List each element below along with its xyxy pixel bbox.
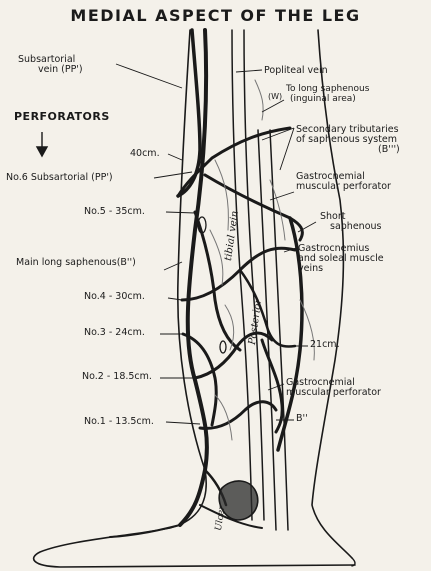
label-no6-subsartorial: No.6 Subsartorial (PP'): [6, 173, 113, 183]
label-no2: No.2 - 18.5cm.: [82, 372, 152, 382]
secondary-tributary-1: [205, 175, 302, 240]
label-secondary-tributaries: Secondary tributaries of saphenous syste…: [296, 125, 400, 155]
label-no3: No.3 - 24cm.: [84, 328, 145, 338]
label-b-double: B'': [296, 414, 308, 424]
perforators-heading: PERFORATORS: [14, 110, 110, 123]
label-40cm: 40cm.: [130, 149, 160, 159]
label-21cm: 21cm.: [310, 340, 340, 350]
label-no4: No.4 - 30cm.: [84, 292, 145, 302]
label-gastrocnemial-muscular-top: Gastrocnemial muscular perforator: [296, 172, 391, 192]
diagram-title: MEDIAL ASPECT OF THE LEG: [0, 6, 431, 25]
label-w-mark: (W): [268, 92, 282, 102]
popliteal-vein-2: [244, 30, 264, 520]
label-to-long-saphenous: To long saphenous (inguinal area): [286, 84, 369, 104]
label-popliteal-vein: Popliteal vein: [264, 66, 328, 76]
label-gastrocnemial-muscular-bottom: Gastrocnemial muscular perforator: [286, 378, 381, 398]
label-no5: No.5 - 35cm.: [84, 207, 145, 217]
label-short-saphenous: Short saphenous: [320, 212, 381, 232]
label-subsartorial-vein: Subsartorial vein (PP'): [18, 55, 83, 75]
label-gastrocnemius-soleal: Gastrocnemius and soleal muscle veins: [298, 244, 384, 274]
leg-outline-back: [312, 30, 352, 558]
label-no1: No.1 - 13.5cm.: [84, 417, 154, 427]
label-main-long-saphenous: Main long saphenous(B''): [16, 258, 136, 268]
foot-tributary: [110, 525, 180, 537]
vein-oval-2: [220, 341, 226, 353]
posterior-tibial-vein-2: [270, 130, 288, 530]
long-saphenous-vein: [180, 30, 207, 525]
